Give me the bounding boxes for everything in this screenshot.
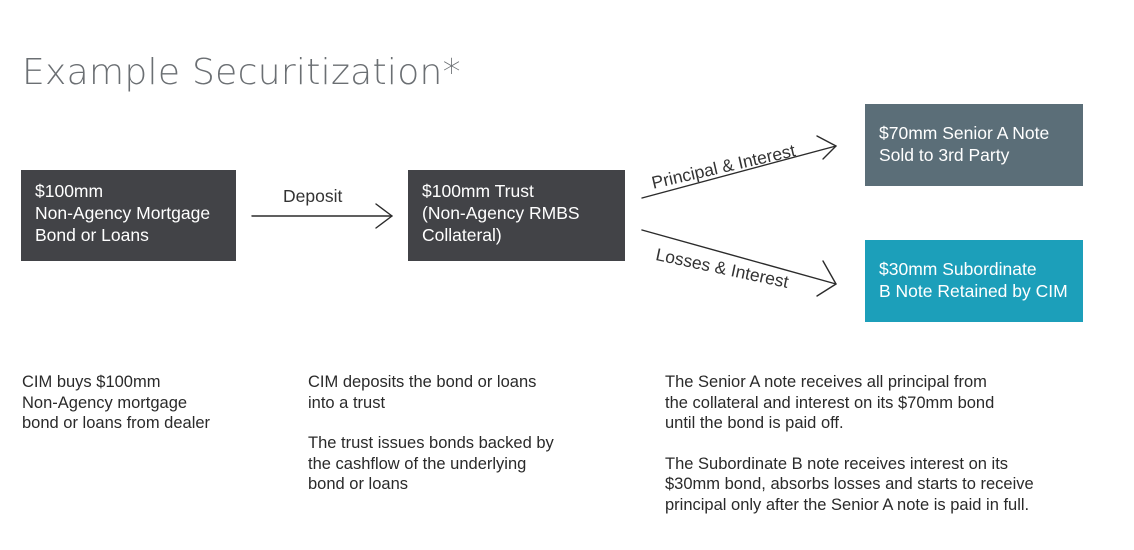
box-line: $30mm Subordinate (879, 259, 1037, 279)
description-line: The Senior A note receives all principal… (665, 373, 987, 391)
box-line: Sold to 3rd Party (879, 145, 1010, 165)
box-line: $100mm Trust (422, 181, 534, 201)
box-line: Bond or Loans (35, 225, 149, 245)
description-line: $30mm bond, absorbs losses and starts to… (665, 475, 1034, 493)
description-line: the collateral and interest on its $70mm… (665, 393, 995, 412)
description-paragraph: The trust issues bonds backed by the cas… (308, 433, 554, 495)
page-title: Example Securitization* (22, 52, 461, 93)
deposit-label: Deposit (283, 186, 343, 206)
description-paragraph: The Subordinate B note receives interest… (665, 454, 1034, 516)
source-description: CIM buys $100mm Non-Agency mortgage bond… (22, 372, 210, 434)
senior-note-box: $70mm Senior A Note Sold to 3rd Party (865, 104, 1083, 186)
description-line: bond or loans from dealer (22, 414, 211, 432)
box-line: $100mm (35, 181, 104, 201)
description-line: CIM buys $100mm (22, 373, 161, 391)
description-line: The Subordinate B note receives interest… (665, 454, 1009, 473)
box-line: $70mm Senior A Note (879, 123, 1050, 143)
description-line: principal only after the Senior A note i… (665, 495, 1030, 514)
trust-description: CIM deposits the bond or loans into a tr… (308, 372, 554, 515)
description-line: into a trust (308, 393, 386, 412)
subordinate-note-box: $30mm Subordinate B Note Retained by CIM (865, 240, 1083, 322)
losses-interest-arrow (641, 229, 837, 297)
description-line: CIM deposits the bond or loans (308, 373, 537, 391)
description-line: Non-Agency mortgage (22, 393, 188, 412)
deposit-arrow (251, 203, 393, 229)
box-line: Non-Agency Mortgage (35, 203, 211, 223)
box-line: B Note Retained by CIM (879, 281, 1068, 301)
box-line: (Non-Agency RMBS (422, 203, 580, 223)
description-line: the cashflow of the underlying (308, 454, 527, 473)
box-line: Collateral) (422, 225, 502, 245)
description-paragraph: CIM deposits the bond or loans into a tr… (308, 372, 554, 413)
description-line: until the bond is paid off. (665, 414, 844, 432)
principal-interest-arrow (641, 135, 837, 199)
notes-description: The Senior A note receives all principal… (665, 372, 1034, 535)
source-bond-box: $100mm Non-Agency Mortgage Bond or Loans (21, 170, 236, 261)
trust-box: $100mm Trust (Non-Agency RMBS Collateral… (408, 170, 625, 261)
description-paragraph: The Senior A note receives all principal… (665, 372, 1034, 434)
description-line: The trust issues bonds backed by (308, 434, 554, 452)
description-line: bond or loans (308, 475, 408, 493)
